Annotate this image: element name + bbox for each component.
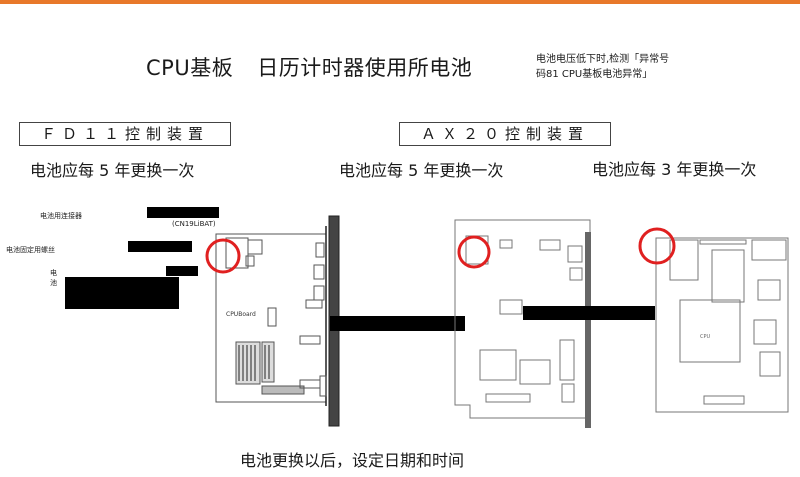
battery-connector-label: 电池用连接器 (40, 212, 82, 220)
ax20-controller-label: ＡＸ２０控制装置 (399, 122, 611, 146)
redacted-block (166, 266, 198, 276)
redacted-bar (330, 316, 465, 331)
ax20-replacement-text-a: 电池应每 5 年更换一次 (339, 161, 504, 180)
battery-fix-screw-label: 电池固定用螺丝 (6, 246, 55, 254)
ax20-board-b-battery-highlight (638, 227, 676, 265)
small-label-1: 电 (50, 269, 57, 277)
ax20-board-b (655, 237, 789, 413)
footer-instruction: 电池更换以后，设定日期和时间 (240, 451, 465, 470)
battery-alarm-note: 电池电压低下时,检测「异常号 码81 CPU基板电池异常」 (536, 52, 696, 82)
title-battery: 日历计时器使用所电池 (257, 56, 473, 80)
note-line-1: 电池电压低下时,检测「异常号 (536, 54, 670, 65)
note-line-2: 码81 CPU基板电池异常」 (536, 69, 653, 80)
fd11-board (215, 215, 340, 427)
heatsink (261, 341, 275, 383)
fd11-board-name: CPUBoard (226, 311, 256, 318)
redacted-block (128, 241, 192, 252)
ax20-cpu-chip-label: CPU (700, 334, 711, 340)
ax20-board-a-battery-highlight (457, 235, 491, 269)
fd11-controller-label: ＦＤ１１控制装置 (19, 122, 231, 146)
top-accent-bar (0, 0, 800, 4)
heatsink (235, 341, 261, 385)
fd11-replacement-text: 电池应每 5 年更换一次 (30, 161, 195, 180)
redacted-block (147, 207, 219, 218)
title-cpu-board: CPU基板 (146, 56, 234, 80)
redacted-block (65, 277, 179, 309)
ax20-replacement-text-b: 电池应每 3 年更换一次 (592, 160, 757, 179)
connector-code: (CN19LiBAT) (172, 220, 216, 228)
ax20-board-a-bracket (585, 232, 591, 428)
small-label-2: 池 (50, 279, 57, 287)
ax20-board-a (454, 219, 591, 419)
fd11-battery-highlight (205, 238, 241, 274)
redacted-bar (523, 306, 655, 320)
page-title: CPU基板日历计时器使用所电池 (146, 52, 472, 82)
